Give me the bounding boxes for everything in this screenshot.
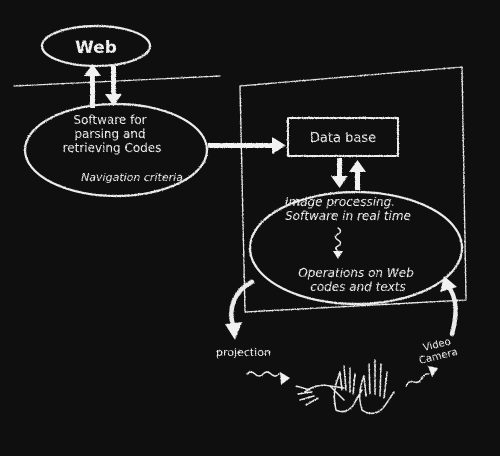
database-label: Data base (310, 131, 376, 146)
squiggle-arrow-projection (246, 371, 290, 385)
operations-label-line2: codes and texts (310, 280, 406, 294)
database-node (287, 117, 399, 157)
software-label-line3: retrieving Codes (63, 141, 162, 155)
web-node (40, 24, 152, 68)
arrow-to-web (84, 64, 101, 108)
squiggle-arrow-inner (333, 227, 343, 259)
squiggle-arrow-camera (405, 366, 438, 387)
image-processing-label-line2: Software in real time (285, 209, 411, 223)
software-node (23, 102, 209, 198)
arrow-processing-to-database (349, 160, 366, 190)
navigation-criteria-label: Navigation criteria (81, 171, 183, 184)
web-label: Web (75, 38, 117, 58)
arrow-from-web (105, 66, 122, 106)
projection-label: projection (216, 346, 271, 359)
arrow-database-to-processing (331, 158, 348, 188)
software-label-line1: Software for (73, 113, 146, 127)
divider-line (13, 75, 221, 87)
software-label-line2: parsing and (74, 127, 145, 141)
image-processing-node (248, 190, 464, 306)
image-processing-label-line1: Image processing. (285, 195, 395, 209)
operations-label-line1: Operations on Web (298, 266, 414, 280)
hands-icon (295, 359, 395, 415)
arrow-from-camera (440, 276, 458, 337)
arrow-to-projection (225, 279, 255, 340)
system-frame (239, 66, 467, 313)
arrow-to-database (208, 137, 286, 154)
